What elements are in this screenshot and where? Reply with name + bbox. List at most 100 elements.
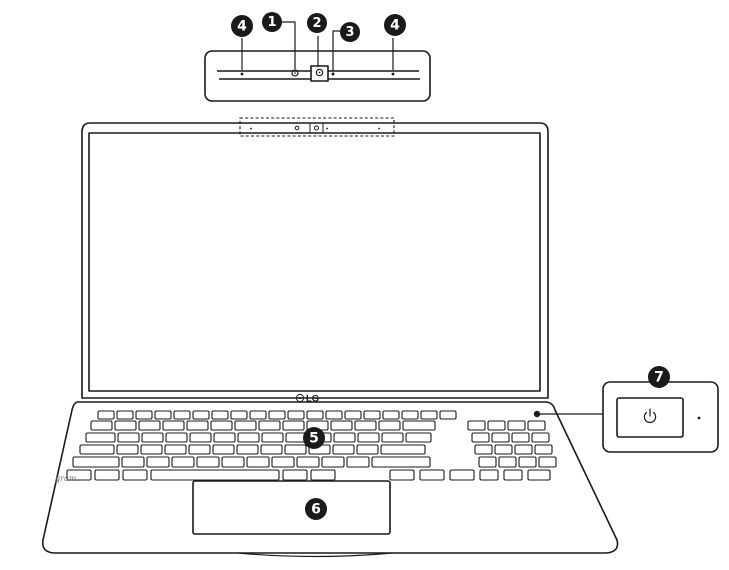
callout-4-right: 4 xyxy=(384,14,406,36)
keyboard-key xyxy=(188,444,211,455)
keyboard-key xyxy=(234,420,257,431)
numpad-key xyxy=(514,444,533,455)
keyboard-key xyxy=(97,410,115,420)
numpad-key xyxy=(518,456,537,468)
keyboard-key xyxy=(271,456,295,468)
keyboard-key xyxy=(140,444,163,455)
keyboard-key xyxy=(282,420,305,431)
numpad-key xyxy=(491,432,510,443)
keyboard-key xyxy=(363,410,381,420)
svg-text:3: 3 xyxy=(345,25,354,40)
keyboard-key xyxy=(173,410,191,420)
keyboard-key xyxy=(405,432,432,443)
mic-small-left xyxy=(250,127,252,130)
keyboard-key xyxy=(85,432,116,443)
keyboard-key xyxy=(378,420,401,431)
ir-sensor-icon xyxy=(291,69,299,77)
numpad-key xyxy=(467,420,486,431)
camera-icon-small xyxy=(314,125,319,131)
keyboard-key xyxy=(154,410,172,420)
callout-1: 1 xyxy=(262,12,282,32)
keyboard-key xyxy=(117,432,140,443)
laptop-base xyxy=(41,401,619,558)
numpad-key xyxy=(511,432,530,443)
keyboard-key xyxy=(261,432,284,443)
laptop-lid xyxy=(81,117,549,403)
keyboard-key xyxy=(354,420,377,431)
lg-logo-text: LG xyxy=(306,394,319,405)
keyboard-key xyxy=(260,444,283,455)
callout-5: 5 xyxy=(303,427,325,449)
keyboard-key xyxy=(146,456,170,468)
keyboard-key xyxy=(72,456,120,468)
numpad-key xyxy=(531,432,550,443)
keyboard-key xyxy=(296,456,320,468)
keyboard-key xyxy=(381,432,404,443)
leader-line-1 xyxy=(281,21,296,69)
keyboard xyxy=(66,410,557,481)
callout-3: 3 xyxy=(340,22,360,42)
svg-text:4: 4 xyxy=(237,19,247,35)
keyboard-key xyxy=(189,432,212,443)
keyboard-key xyxy=(420,410,438,420)
keyboard-key xyxy=(380,444,426,455)
keyboard-key xyxy=(141,432,164,443)
keyboard-key xyxy=(210,420,233,431)
touchpad xyxy=(192,480,391,535)
keyboard-key xyxy=(162,420,185,431)
callout-7: 7 xyxy=(648,366,670,388)
lid-outline xyxy=(81,122,549,399)
keyboard-key xyxy=(138,420,161,431)
keyboard-key xyxy=(449,469,475,481)
keyboard-key xyxy=(346,456,370,468)
keyboard-key xyxy=(402,420,436,431)
power-indicator-led xyxy=(697,416,701,420)
keyboard-key xyxy=(287,410,305,420)
keyboard-key xyxy=(479,469,499,481)
numpad-key xyxy=(527,420,546,431)
callout-4-left: 4 xyxy=(231,15,253,37)
keyboard-key xyxy=(332,444,355,455)
camera-indicator-led xyxy=(331,72,335,76)
leader-line-3 xyxy=(332,30,341,71)
numpad-key xyxy=(487,420,506,431)
keyboard-key xyxy=(310,469,336,481)
keyboard-key xyxy=(333,432,356,443)
microphone-right xyxy=(391,72,395,76)
camera-icon xyxy=(315,68,324,77)
mic-small-right xyxy=(378,127,380,130)
keyboard-key xyxy=(186,420,209,431)
keyboard-key xyxy=(135,410,153,420)
keyboard-key xyxy=(344,410,362,420)
keyboard-key xyxy=(116,444,139,455)
camera-tab-small xyxy=(309,122,324,134)
keyboard-key xyxy=(401,410,419,420)
power-detail-frame xyxy=(602,381,719,453)
numpad-key xyxy=(474,444,493,455)
keyboard-key xyxy=(284,444,307,455)
svg-text:1: 1 xyxy=(267,15,276,30)
keyboard-key xyxy=(192,410,210,420)
keyboard-key xyxy=(389,469,415,481)
keyboard-key xyxy=(213,432,236,443)
keyboard-key xyxy=(212,444,235,455)
keyboard-key xyxy=(371,456,431,468)
keyboard-key xyxy=(114,420,137,431)
front-notch xyxy=(237,552,393,558)
camera-area-highlight xyxy=(239,117,395,137)
callout-6: 6 xyxy=(305,498,327,520)
webcam-bezel-detail xyxy=(204,21,431,102)
keyboard-key xyxy=(211,410,229,420)
numpad-key xyxy=(494,444,513,455)
keyboard-key xyxy=(122,469,148,481)
svg-text:7: 7 xyxy=(654,370,664,386)
keyboard-key xyxy=(246,456,270,468)
led-small xyxy=(326,127,328,130)
keyboard-key xyxy=(171,456,195,468)
power-button-detail xyxy=(602,381,719,453)
keyboard-key xyxy=(357,432,380,443)
keyboard-key xyxy=(419,469,445,481)
keyboard-key xyxy=(150,469,280,481)
base-outline xyxy=(41,401,619,554)
